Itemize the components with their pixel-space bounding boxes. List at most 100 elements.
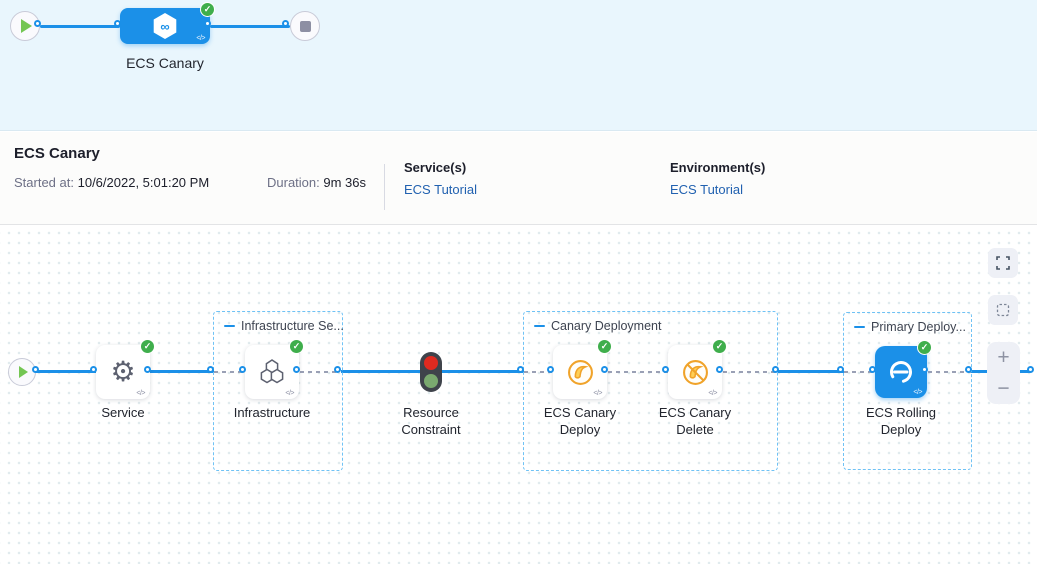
green-light: [424, 374, 438, 388]
stop-icon: [299, 20, 311, 32]
code-icon: </>: [285, 390, 294, 397]
connector-dot: [869, 366, 876, 373]
step-label-ecs-canary-delete: ECS Canary Delete: [658, 405, 732, 437]
connector-dot: [716, 366, 723, 373]
edge: [150, 370, 214, 373]
marquee-select-icon: [996, 303, 1010, 317]
success-check-icon: ✓: [200, 2, 215, 17]
execution-graph-canvas[interactable]: Infrastructure Se... Canary Deployment P…: [0, 226, 1037, 564]
connector-dot: [662, 366, 669, 373]
collapse-icon: [224, 324, 235, 328]
connector-dot: [282, 20, 289, 27]
success-check-icon: ✓: [289, 339, 304, 354]
connector-dot: [207, 366, 214, 373]
gear-icon: ⚙: [110, 356, 136, 387]
minimap-stage-ecs-canary[interactable]: ∞ ✓ </>: [120, 2, 215, 44]
zoom-out-button[interactable]: −: [997, 377, 1010, 400]
connector-dot: [239, 366, 246, 373]
fullscreen-button[interactable]: [988, 248, 1018, 278]
duration: Duration: 9m 36s: [267, 175, 366, 190]
collapse-icon: [534, 324, 545, 328]
success-check-icon: ✓: [597, 339, 612, 354]
summary-divider: [384, 164, 385, 210]
edge: [442, 370, 524, 373]
success-check-icon: ✓: [917, 340, 932, 355]
step-label-infrastructure: Infrastructure: [233, 405, 311, 420]
group-infrastructure-section: Infrastructure Se...: [213, 311, 344, 471]
group-title: Primary Deploy...: [871, 320, 966, 334]
connector-dot: [965, 366, 972, 373]
execution-summary-bar: ECS Canary Started at: 10/6/2022, 5:01:2…: [0, 132, 1037, 225]
zoom-in-button[interactable]: +: [997, 346, 1010, 369]
services-label: Service(s): [404, 160, 467, 175]
group-header-infrastructure[interactable]: Infrastructure Se...: [224, 319, 344, 333]
duration-value: 9m 36s: [323, 175, 367, 190]
dashed-edge: [608, 371, 668, 373]
connector-dot: [32, 366, 39, 373]
edge: [341, 370, 421, 373]
collapse-icon: [854, 325, 865, 329]
step-infrastructure[interactable]: ✓ </>: [245, 339, 304, 399]
step-ecs-canary-delete[interactable]: ✓ </>: [668, 339, 727, 399]
group-title: Infrastructure Se...: [241, 319, 344, 333]
environments-label: Environment(s): [670, 160, 766, 175]
environments-link[interactable]: ECS Tutorial: [670, 182, 743, 197]
edge: [778, 370, 844, 373]
code-icon: </>: [196, 35, 205, 42]
dashed-edge: [524, 371, 554, 373]
connector-dot: [114, 20, 121, 27]
step-ecs-rolling-deploy[interactable]: ✓ </>: [875, 340, 932, 398]
svg-text:∞: ∞: [160, 19, 169, 34]
red-light: [424, 356, 438, 370]
graph-start-node[interactable]: [8, 358, 36, 386]
ecs-rolling-icon: [890, 361, 912, 383]
step-label-ecs-rolling-deploy: ECS Rolling Deploy: [865, 405, 937, 437]
connector-dot: [144, 366, 151, 373]
code-icon: </>: [913, 389, 922, 396]
step-service[interactable]: ⚙ ✓ </>: [96, 339, 155, 399]
fit-selection-button[interactable]: [988, 295, 1018, 325]
connector-dot: [547, 366, 554, 373]
group-header-primary-deployment[interactable]: Primary Deploy...: [854, 320, 966, 334]
dashed-edge: [723, 371, 778, 373]
success-check-icon: ✓: [140, 339, 155, 354]
minimap-stage-label: ECS Canary: [126, 55, 204, 71]
started-at: Started at: 10/6/2022, 5:01:20 PM: [14, 175, 209, 190]
connector-dot: [90, 366, 97, 373]
code-icon: </>: [593, 390, 602, 397]
code-icon: </>: [136, 390, 145, 397]
dashed-edge: [928, 371, 971, 373]
connector-dot: [34, 20, 41, 27]
resource-constraint-traffic-light-icon[interactable]: [420, 352, 442, 392]
play-icon: [21, 19, 32, 33]
fullscreen-icon: [996, 256, 1010, 270]
dashed-edge: [300, 371, 340, 373]
group-title: Canary Deployment: [551, 319, 662, 333]
infrastructure-hexagons-icon: [260, 359, 284, 384]
canary-bird-delete-icon: [682, 359, 708, 385]
services-link[interactable]: ECS Tutorial: [404, 182, 477, 197]
started-value: 10/6/2022, 5:01:20 PM: [77, 175, 210, 190]
connector-dot: [334, 366, 341, 373]
connector-dot: [601, 366, 608, 373]
group-header-canary-deployment[interactable]: Canary Deployment: [534, 319, 661, 333]
connector-dot: [837, 366, 844, 373]
connector-dot: [921, 366, 928, 373]
minimap-edge: [210, 25, 290, 28]
step-label-resource-constraint: Resource Constraint: [401, 405, 461, 437]
connector-dot: [293, 366, 300, 373]
pipeline-minimap: ∞ ✓ </> ECS Canary: [0, 0, 1037, 131]
group-primary-deployment: Primary Deploy...: [843, 312, 972, 470]
edge: [36, 370, 96, 373]
step-label-service: Service: [101, 405, 145, 420]
step-label-ecs-canary-deploy: ECS Canary Deploy: [543, 405, 617, 437]
zoom-controls: + −: [987, 342, 1020, 404]
cd-hexagon-icon: ∞: [153, 13, 177, 39]
connector-dot: [204, 20, 211, 27]
success-check-icon: ✓: [712, 339, 727, 354]
step-ecs-canary-deploy[interactable]: ✓ </>: [553, 339, 612, 399]
play-icon: [18, 366, 28, 378]
pipeline-end-node[interactable]: [290, 11, 320, 41]
dashed-edge: [844, 371, 876, 373]
dashed-edge: [214, 371, 246, 373]
